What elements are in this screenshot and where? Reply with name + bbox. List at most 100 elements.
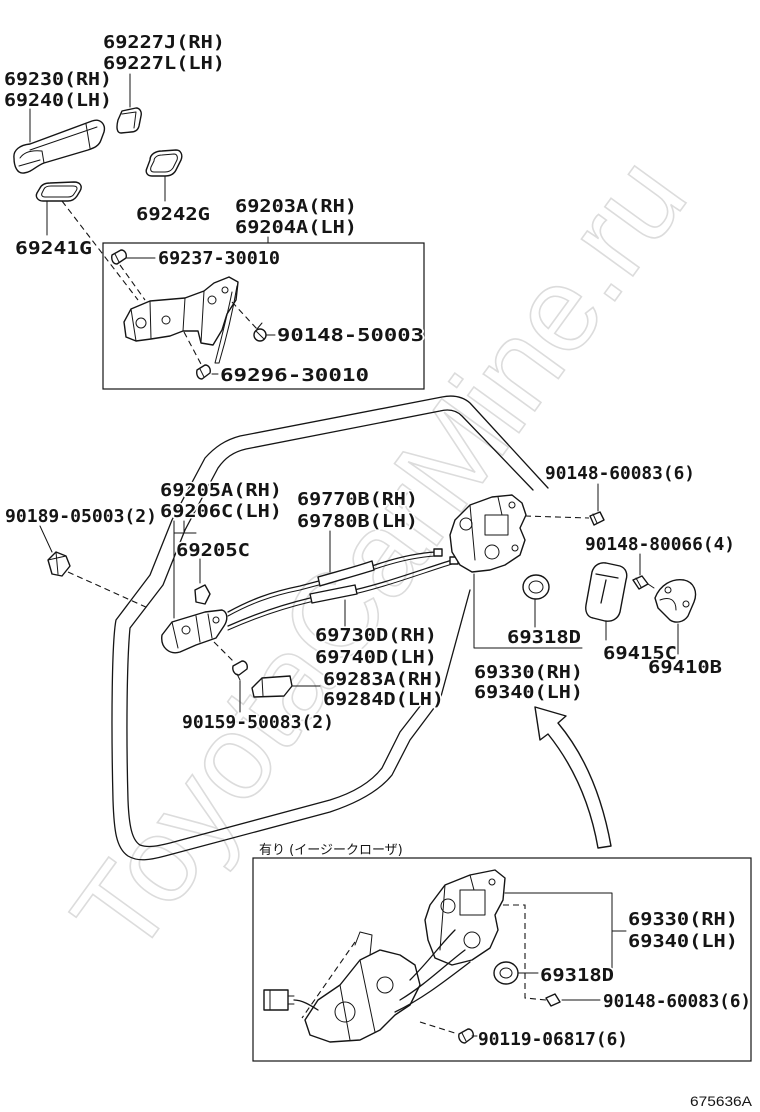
part-69230-drawing bbox=[13, 119, 106, 174]
label-69206c-lh: 69206C(LH) bbox=[160, 501, 282, 522]
curved-arrow bbox=[534, 706, 612, 849]
label-69230-rh: 69230(RH) bbox=[4, 69, 112, 90]
part-outline bbox=[493, 961, 519, 985]
part-hole bbox=[212, 616, 220, 624]
part-outline bbox=[47, 551, 71, 577]
figure-id: 675636A bbox=[690, 1093, 753, 1109]
part-gear bbox=[334, 1001, 356, 1023]
part-outline bbox=[13, 119, 106, 174]
part-hole bbox=[488, 878, 496, 886]
part-outline bbox=[145, 149, 183, 177]
part-detail bbox=[171, 613, 213, 649]
door-outer-line bbox=[111, 395, 549, 861]
part-detail bbox=[18, 123, 98, 167]
inset-part-69318d-drawing bbox=[493, 961, 519, 985]
part-hole bbox=[664, 586, 672, 594]
part-69203a-drawing bbox=[123, 276, 239, 364]
part-hole bbox=[135, 317, 147, 329]
part-detail bbox=[47, 551, 67, 575]
inset-label-90148-60083: 90148-60083(6) bbox=[603, 991, 751, 1012]
label-69227j-rh: 69227J(RH) bbox=[103, 32, 225, 53]
part-detail bbox=[121, 111, 137, 129]
label-69410b: 69410B bbox=[648, 657, 722, 678]
part-detail bbox=[469, 496, 509, 561]
part-detail bbox=[41, 185, 78, 198]
label-69730d-rh: 69730D(RH) bbox=[315, 625, 437, 646]
part-detail bbox=[236, 673, 241, 681]
part-69242g-drawing bbox=[145, 149, 183, 177]
closer-inset-box bbox=[252, 857, 752, 1062]
assembly-dashed-lines bbox=[61, 200, 590, 1035]
part-90148-50003-drawing bbox=[253, 322, 267, 342]
label-69205a-rh: 69205A(RH) bbox=[160, 480, 282, 501]
part-outline bbox=[458, 1028, 474, 1044]
label-69227l-lh: 69227L(LH) bbox=[103, 53, 225, 74]
part-detail bbox=[592, 513, 598, 524]
part-outline bbox=[304, 949, 421, 1043]
part-hole bbox=[459, 517, 473, 531]
part-hole bbox=[508, 501, 516, 509]
part-69205a-drawing bbox=[161, 609, 228, 654]
part-detail bbox=[461, 1032, 467, 1042]
part-outline bbox=[111, 249, 127, 265]
part-detail bbox=[528, 580, 544, 594]
part-69237-drawing bbox=[111, 249, 127, 265]
label-90189-05003: 90189-05003(2) bbox=[5, 506, 157, 527]
cable-sheath bbox=[309, 584, 358, 604]
part-69330-drawing bbox=[449, 494, 527, 573]
part-69318d-drawing bbox=[522, 574, 550, 600]
inset-label-69340-lh: 69340(LH) bbox=[628, 931, 738, 952]
label-90148-60083: 90148-60083(6) bbox=[545, 463, 695, 484]
part-detail bbox=[130, 285, 238, 364]
part-hole bbox=[207, 295, 217, 305]
label-69770b-rh: 69770B(RH) bbox=[297, 489, 418, 510]
label-69283a-rh: 69283A(RH) bbox=[323, 669, 444, 690]
part-69296-30010-drawing bbox=[196, 364, 211, 380]
part-labels: 69227J(RH) 69227L(LH) 69230(RH) 69240(LH… bbox=[3, 31, 737, 735]
label-69205c: 69205C bbox=[176, 540, 250, 561]
part-90159-50083-drawing bbox=[232, 660, 248, 681]
part-69205c-drawing bbox=[194, 584, 211, 605]
part-outline bbox=[161, 609, 228, 654]
label-69340-lh: 69340(LH) bbox=[474, 682, 583, 703]
part-69227-drawing bbox=[116, 107, 142, 134]
inset-closer-motor-drawing bbox=[304, 929, 471, 1043]
inset-part-90119-06817-drawing bbox=[458, 1028, 474, 1044]
connector-wire bbox=[293, 999, 319, 1011]
label-69240-lh: 69240(LH) bbox=[4, 90, 112, 111]
part-hole bbox=[181, 625, 191, 635]
inset-caption: 有り (イージークローザ) bbox=[259, 843, 403, 858]
label-69284d-lh: 69284D(LH) bbox=[323, 689, 444, 710]
part-69730d-cable bbox=[227, 556, 459, 631]
label-69318d: 69318D bbox=[507, 627, 581, 648]
part-detail bbox=[339, 931, 376, 1041]
frame-group-box bbox=[102, 242, 425, 390]
part-outline bbox=[449, 494, 527, 573]
label-69740d-lh: 69740D(LH) bbox=[315, 647, 437, 668]
label-90148-80066: 90148-80066(4) bbox=[585, 534, 735, 555]
connector-detail bbox=[269, 989, 295, 1011]
part-hole bbox=[161, 315, 171, 325]
part-hole bbox=[440, 898, 456, 914]
part-detail bbox=[439, 874, 486, 951]
inset-cables bbox=[394, 929, 471, 1013]
inset-label-69330-rh: 69330(RH) bbox=[628, 909, 738, 930]
leader-lines bbox=[29, 73, 679, 1037]
part-69415c-drawing bbox=[585, 562, 628, 622]
label-69780b-lh: 69780B(LH) bbox=[297, 511, 418, 532]
part-90148-80066-drawing bbox=[632, 575, 655, 590]
part-hole bbox=[511, 544, 519, 552]
part-detail bbox=[261, 677, 264, 697]
label-90159-50083: 90159-50083(2) bbox=[182, 712, 334, 733]
door-drawing bbox=[111, 395, 549, 861]
part-outline bbox=[196, 364, 211, 380]
part-hole bbox=[682, 600, 690, 608]
part-outline bbox=[585, 562, 628, 622]
inset-part-90148-60083-drawing bbox=[545, 993, 561, 1007]
part-detail bbox=[150, 153, 178, 173]
door-inner-line bbox=[126, 409, 534, 848]
part-69241g-drawing bbox=[35, 181, 82, 202]
part-detail bbox=[114, 253, 120, 263]
part-detail bbox=[499, 967, 513, 979]
